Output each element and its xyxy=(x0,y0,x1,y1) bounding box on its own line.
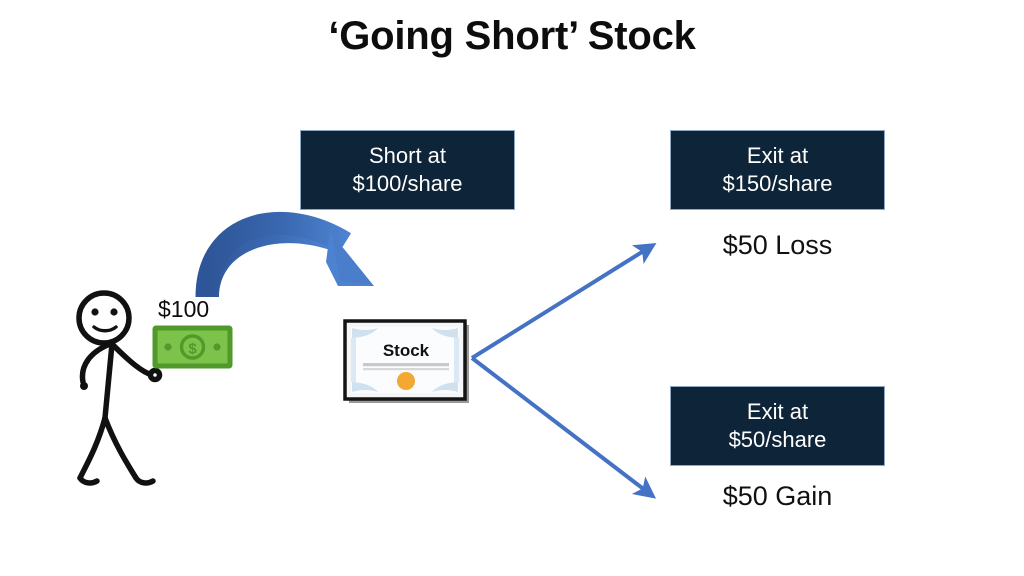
box-short-line-2: $100/share xyxy=(352,171,463,196)
curved-arrow-short-transaction xyxy=(195,212,374,298)
box-exit-high-line-1: Exit at xyxy=(746,143,809,169)
page-title: ‘Going Short’ Stock xyxy=(328,14,696,58)
outcome-gain-label: $50 Gain xyxy=(722,481,833,511)
stick-figure-head xyxy=(76,290,132,346)
stick-figure-left-foot xyxy=(77,475,100,486)
money-bill-graphic: $ xyxy=(152,325,233,369)
arrow-to-exit-high xyxy=(470,242,657,360)
stick-figure-face xyxy=(91,308,118,333)
box-exit-low-line-1: Exit at xyxy=(746,399,809,425)
box-short-at[interactable]: Short at $100/share xyxy=(300,130,515,210)
stick-figure-right-leg xyxy=(102,415,139,481)
outcome-loss-label: $50 Loss xyxy=(722,230,833,260)
stick-figure-left-arm xyxy=(79,341,113,385)
box-exit-high[interactable]: Exit at $150/share xyxy=(670,130,885,210)
stick-figure-right-foot xyxy=(133,475,156,486)
stick-figure-left-hand xyxy=(80,382,88,390)
box-short-line-1: Short at xyxy=(368,143,447,169)
box-exit-low[interactable]: Exit at $50/share xyxy=(670,386,885,466)
stick-figure-right-hand xyxy=(147,367,163,383)
certificate-label: Stock xyxy=(383,341,430,360)
stick-figure-torso xyxy=(102,341,115,421)
money-amount-label: $100 xyxy=(158,296,210,322)
svg-text:$: $ xyxy=(188,341,197,358)
stick-figure-left-leg xyxy=(77,415,108,481)
arrow-to-exit-low xyxy=(470,356,657,499)
stock-certificate-graphic: Stock xyxy=(343,319,469,403)
box-exit-high-line-2: $150/share xyxy=(722,171,833,196)
box-exit-low-line-2: $50/share xyxy=(728,427,827,452)
